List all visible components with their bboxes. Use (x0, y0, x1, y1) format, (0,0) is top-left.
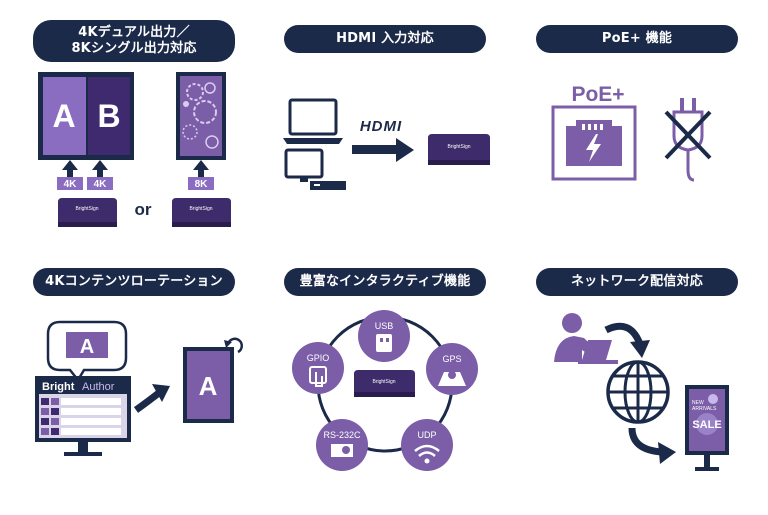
crossed-power-plug-icon (664, 98, 712, 182)
device-brand-center: BrightSign (372, 379, 395, 385)
usb-drive-icon (376, 334, 392, 352)
interaction-ring (316, 315, 454, 453)
tag-8k-label: 8K (195, 179, 209, 190)
map-pin-icon (438, 372, 466, 386)
title-4k-rotation: 4Kコンテンツローテーション (33, 268, 235, 296)
lightning-icon (586, 134, 601, 162)
hdmi-logo: HDMI (360, 118, 402, 135)
screen-a-letter: A (52, 98, 75, 134)
brightsign-player-hdmi: BrightSign (428, 134, 490, 165)
rotated-monitor: A (183, 347, 234, 423)
tag-4k-b-label: 4K (94, 179, 108, 190)
speech-bubble: A (46, 320, 128, 383)
gps-node: GPS (426, 343, 478, 395)
brightsign-player-right: BrightSign (172, 198, 231, 227)
poe-label: PoE+ (571, 83, 624, 106)
rotated-screen-letter: A (199, 371, 218, 401)
gpio-node: GPIO (292, 342, 344, 394)
single-8k-monitor (176, 72, 226, 160)
screen-b (88, 77, 130, 155)
ethernet-port-icon (551, 105, 637, 181)
gps-label: GPS (442, 354, 461, 364)
or-text: or (135, 200, 152, 219)
screen-a (43, 77, 86, 155)
brightauthor-monitor: Bright Author (35, 376, 131, 456)
tag-4k-a (57, 177, 83, 190)
wifi-icon (414, 444, 440, 452)
title-network: ネットワーク配信対応 (536, 268, 738, 296)
sign-new: NEW (692, 400, 704, 406)
right-arrow-icon (352, 138, 414, 162)
bubble-letter: A (80, 336, 94, 358)
app-name-light: Author (82, 381, 115, 393)
udp-node: UDP (401, 419, 453, 471)
usb-node: USB (358, 310, 410, 362)
up-arrow-icon (62, 160, 108, 178)
projector-icon (331, 444, 353, 457)
down-arrow-2-icon (628, 427, 663, 456)
rs232c-node: RS-232C (316, 419, 368, 471)
title-hdmi-input: HDMI 入力対応 (284, 25, 486, 53)
rs232c-label: RS-232C (323, 430, 361, 440)
app-name-bold: Bright (42, 381, 75, 393)
brightsign-player-center: BrightSign (354, 370, 415, 397)
title-interactive: 豊富なインタラクティブ機能 (284, 268, 486, 296)
usb-label: USB (375, 321, 394, 331)
device-brand-right: BrightSign (189, 206, 212, 212)
down-arrow-1-icon (604, 322, 644, 346)
title-dual-output: 4Kデュアル出力／ 8Kシングル出力対応 (33, 20, 235, 62)
device-brand-hdmi: BrightSign (447, 144, 470, 150)
title-poe: PoE+ 機能 (536, 25, 738, 53)
person-at-laptop-icon (554, 313, 618, 364)
laptop-icon (283, 98, 343, 144)
curved-arrow-icon (133, 389, 163, 413)
brightsign-player-left: BrightSign (58, 198, 117, 227)
gpio-label: GPIO (307, 353, 330, 363)
tag-4k-a-label: 4K (64, 179, 78, 190)
tag-4k-b (87, 177, 113, 190)
digital-signage-display: NEW ARRIVALS SALE (685, 385, 729, 471)
title-dual-output-line2: 8Kシングル出力対応 (71, 41, 197, 56)
sign-arrivals: ARRIVALS (692, 406, 717, 412)
globe-icon (606, 360, 670, 424)
touch-button-icon (309, 366, 327, 384)
up-arrow-8k-icon (193, 160, 209, 178)
screen-b-letter: B (97, 98, 120, 134)
sign-sale: SALE (692, 419, 721, 431)
tag-8k (188, 177, 214, 190)
title-dual-output-line1: 4Kデュアル出力／ (78, 25, 190, 40)
dual-monitor-pair: A B (38, 72, 134, 160)
rotate-icon (224, 337, 243, 354)
device-brand-left: BrightSign (75, 206, 98, 212)
desktop-pc-icon (284, 148, 346, 190)
udp-label: UDP (417, 430, 436, 440)
